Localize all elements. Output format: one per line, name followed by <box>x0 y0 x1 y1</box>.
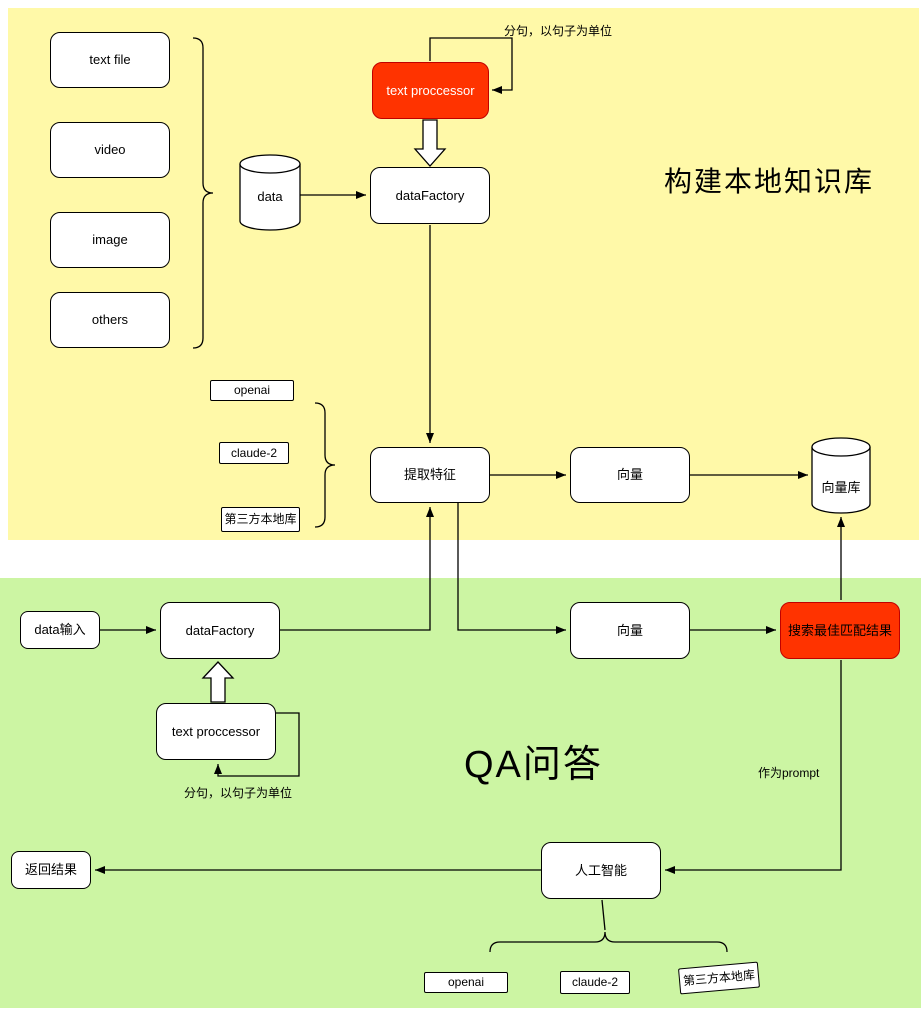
node-datafactory-bottom: dataFactory <box>160 602 280 659</box>
node-openai-top: openai <box>210 380 294 401</box>
node-third-party-top: 第三方本地库 <box>221 507 300 532</box>
vector-db-label: 向量库 <box>821 479 861 495</box>
node-others: others <box>50 292 170 348</box>
block-arrow-textprocessor-top <box>413 119 447 167</box>
brace-models-top <box>314 402 336 528</box>
label-split-sentence-top: 分句，以句子为单位 <box>504 24 613 38</box>
label-as-prompt: 作为prompt <box>758 766 820 780</box>
section-qa <box>0 578 921 1008</box>
node-video: video <box>50 122 170 178</box>
brace-models-bottom <box>489 931 728 953</box>
node-ai: 人工智能 <box>541 842 661 899</box>
brace-connector-line <box>601 899 606 931</box>
section-title-qa: QA问答 <box>464 744 603 786</box>
node-claude2-bottom: claude-2 <box>560 971 630 994</box>
node-vector-top: 向量 <box>570 447 690 503</box>
node-text-file: text file <box>50 32 170 88</box>
label-split-sentence-bottom: 分句，以句子为单位 <box>184 786 293 800</box>
section-title-build: 构建本地知识库 <box>664 166 875 197</box>
data-cylinder <box>239 164 301 231</box>
node-claude2-top: claude-2 <box>219 442 289 464</box>
block-arrow-textprocessor-bottom <box>201 661 235 703</box>
data-cylinder-label: data <box>257 188 283 204</box>
node-text-processor-bottom: text proccessor <box>156 703 276 760</box>
node-search-best-match: 搜索最佳匹配结果 <box>780 602 900 659</box>
loop-split-sentence-bottom <box>214 712 300 777</box>
node-extract-features: 提取特征 <box>370 447 490 503</box>
node-image: image <box>50 212 170 268</box>
node-openai-bottom: openai <box>424 972 508 993</box>
brace-input-types <box>192 37 214 349</box>
vector-db-cylinder-top <box>811 437 871 457</box>
arrow-datafactory-to-extract-up <box>280 507 434 631</box>
node-datafactory-top: dataFactory <box>370 167 490 224</box>
loop-split-sentence-top <box>429 37 513 94</box>
arrow-search-to-ai <box>665 660 842 874</box>
node-data-input: data输入 <box>20 611 100 649</box>
node-return-result: 返回结果 <box>11 851 91 889</box>
node-text-processor-top: text proccessor <box>372 62 489 119</box>
node-vector-bottom: 向量 <box>570 602 690 659</box>
arrow-extract-to-vector-bottom <box>457 503 566 634</box>
data-cylinder-top <box>239 154 301 174</box>
vector-db-cylinder <box>811 447 871 514</box>
